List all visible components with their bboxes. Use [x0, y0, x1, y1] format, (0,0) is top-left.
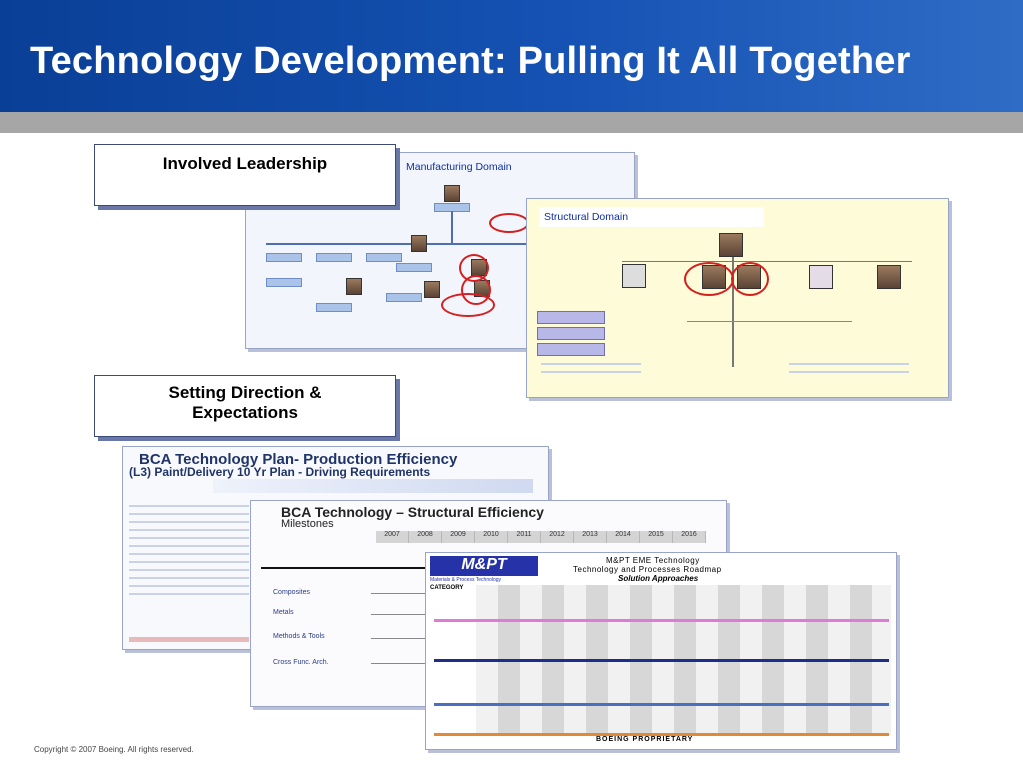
timeline-band — [213, 479, 533, 493]
mpt-lane-blue — [434, 703, 889, 706]
setting-direction-text-line1: Setting Direction & — [168, 383, 322, 402]
org-photo — [346, 278, 362, 295]
note-strip — [129, 637, 249, 642]
org-photo-top — [719, 233, 743, 257]
year-label: 2012 — [541, 531, 574, 543]
year-label: 2014 — [607, 531, 640, 543]
structural-text-lines — [541, 357, 641, 379]
org-node — [366, 253, 402, 262]
org-photo — [411, 235, 427, 252]
setting-direction-text-line2: Expectations — [192, 403, 298, 422]
mpt-category-label: CATEGORY — [430, 585, 464, 591]
org-photo — [622, 264, 646, 288]
row-label-composites: Composites — [273, 589, 310, 596]
org-node — [316, 253, 352, 262]
structural-domain-label-box: Structural Domain — [539, 207, 764, 227]
mpt-logo-sub: Materials & Process Technology — [430, 577, 502, 583]
mpt-title-line2: Technology and Processes Roadmap — [573, 565, 722, 574]
involved-leadership-callout: Involved Leadership — [94, 144, 396, 206]
org-line — [687, 321, 852, 322]
year-label: 2009 — [442, 531, 475, 543]
org-line — [266, 243, 616, 245]
structural-domain-label: Structural Domain — [544, 211, 629, 223]
manufacturing-domain-label: Manufacturing Domain — [406, 161, 512, 173]
mpt-footer: BOEING PROPRIETARY — [596, 736, 694, 743]
org-photo — [424, 281, 440, 298]
slide-header: Technology Development: Pulling It All T… — [0, 0, 1023, 112]
slide-title: Technology Development: Pulling It All T… — [30, 40, 911, 82]
org-photo — [877, 265, 901, 289]
year-header: 2007 2008 2009 2010 2011 2012 2013 2014 … — [376, 531, 706, 543]
highlight-circle — [441, 293, 495, 317]
involved-leadership-text: Involved Leadership — [162, 154, 328, 173]
org-line — [451, 211, 453, 243]
mpt-lane-orange — [434, 733, 889, 736]
org-node — [266, 278, 302, 287]
org-line — [732, 257, 734, 367]
year-label: 2013 — [574, 531, 607, 543]
row-label-methods-tools: Methods & Tools — [273, 633, 325, 640]
org-node — [396, 263, 432, 272]
fellowship-box — [537, 311, 605, 356]
year-label: 2011 — [508, 531, 541, 543]
year-label: 2008 — [409, 531, 442, 543]
mpt-logo: M&PT — [430, 556, 538, 576]
copyright-text: Copyright © 2007 Boeing. All rights rese… — [34, 745, 194, 754]
highlight-circle — [731, 262, 769, 296]
mpt-lane-pink — [434, 619, 889, 622]
mpt-title-line1: M&PT EME Technology — [606, 556, 700, 565]
org-line — [622, 261, 912, 262]
mpt-logo-text: M&PT — [461, 556, 507, 573]
year-label: 2007 — [376, 531, 409, 543]
production-efficiency-subtitle: (L3) Paint/Delivery 10 Yr Plan - Driving… — [129, 465, 431, 479]
header-divider-band — [0, 112, 1023, 133]
structural-efficiency-title: BCA Technology – Structural Efficiency — [281, 504, 544, 520]
mpt-title-line3: Solution Approaches — [618, 574, 699, 583]
row-label-cross-func-arch: Cross Func. Arch. — [273, 659, 329, 666]
highlight-circle — [489, 213, 529, 233]
mpt-roadmap-card: M&PT Materials & Process Technology M&PT… — [425, 552, 897, 750]
setting-direction-callout: Setting Direction & Expectations — [94, 375, 396, 437]
org-photo — [809, 265, 833, 289]
year-label: 2015 — [640, 531, 673, 543]
plan-rows — [129, 499, 249, 601]
structural-efficiency-subtitle: Milestones — [281, 518, 334, 530]
org-node — [266, 253, 302, 262]
structural-text-lines — [789, 357, 909, 379]
row-label-metals: Metals — [273, 609, 294, 616]
mpt-lane-navy — [434, 659, 889, 662]
year-label: 2016 — [673, 531, 706, 543]
structural-domain-card: Structural Domain — [526, 198, 949, 398]
production-efficiency-title: BCA Technology Plan- Production Efficien… — [139, 451, 458, 468]
year-label: 2010 — [475, 531, 508, 543]
org-photo-top — [444, 185, 460, 202]
org-node — [316, 303, 352, 312]
highlight-circle — [684, 262, 734, 296]
org-node — [386, 293, 422, 302]
